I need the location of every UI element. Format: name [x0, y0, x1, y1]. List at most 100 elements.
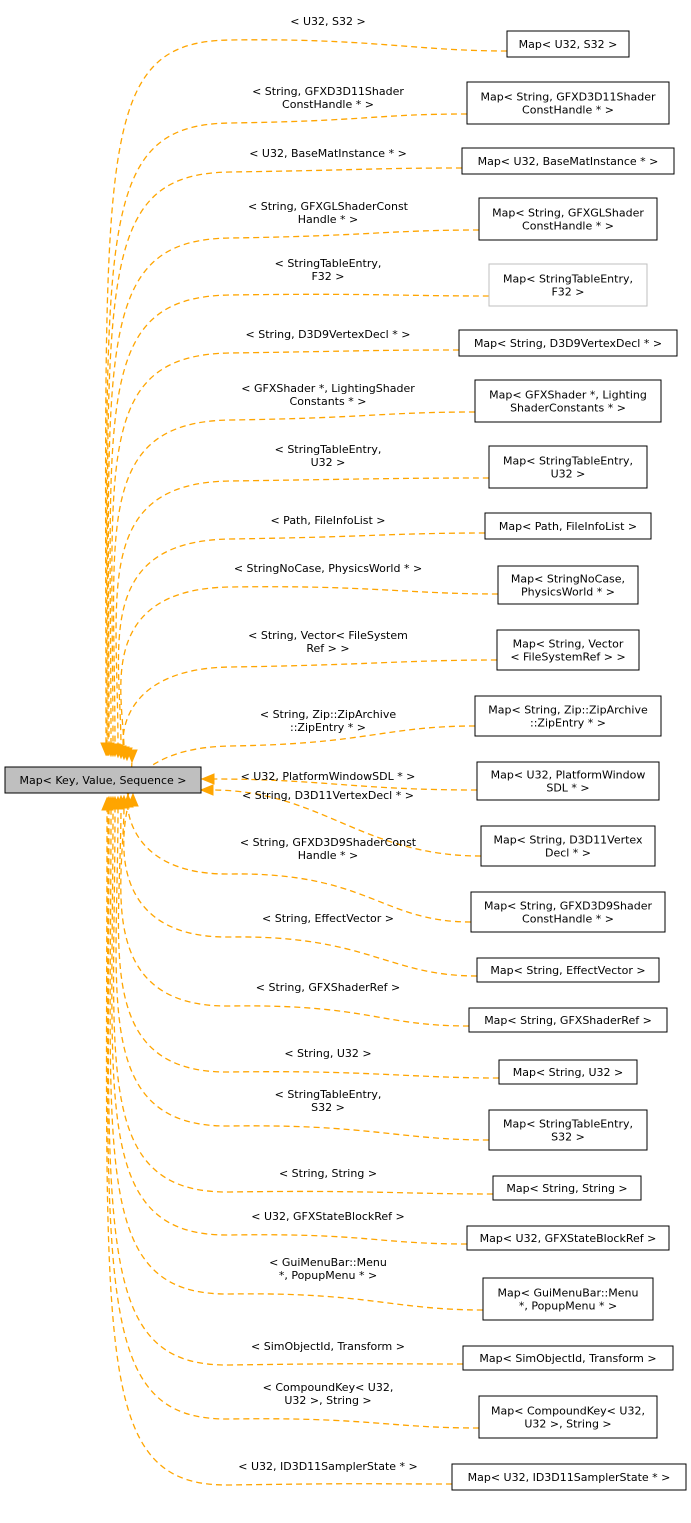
- node-label: PhysicsWorld * >: [521, 586, 615, 599]
- node-label: Map< U32, GFXStateBlockRef >: [480, 1232, 657, 1245]
- node-label: Map< String, String >: [506, 1182, 627, 1195]
- derived-class-node[interactable]: Map< String, EffectVector >: [476, 957, 660, 983]
- node-box[interactable]: [474, 695, 662, 737]
- derived-class-node[interactable]: Map< CompoundKey< U32,U32 >, String >: [478, 1395, 658, 1439]
- node-label: ConstHandle * >: [522, 220, 614, 233]
- derived-class-node[interactable]: Map< StringTableEntry,U32 >: [488, 445, 648, 489]
- edge-label: < GuiMenuBar::Menu: [269, 1256, 387, 1269]
- edge-line: [106, 167, 463, 746]
- derived-class-node[interactable]: Map< String, Vector< FileSystemRef > >: [496, 629, 640, 671]
- edge-label: < String, GFXD3D9ShaderConst: [240, 836, 417, 849]
- node-box[interactable]: [478, 1395, 658, 1439]
- arrowhead-icon: [126, 749, 138, 764]
- derived-class-node[interactable]: Map< String, D3D11VertexDecl * >: [480, 825, 656, 867]
- base-node[interactable]: Map< Key, Value, Sequence >: [4, 766, 202, 794]
- node-box[interactable]: [506, 30, 630, 58]
- edge-label: < String, Zip::ZipArchive: [260, 708, 396, 721]
- derived-class-node[interactable]: Map< StringTableEntry,S32 >: [488, 1109, 648, 1151]
- node-box[interactable]: [492, 1175, 642, 1201]
- edge-line: [106, 807, 480, 1429]
- derived-class-node[interactable]: Map< String, Zip::ZipArchive::ZipEntry *…: [474, 695, 662, 737]
- derived-class-node[interactable]: Map< String, String >: [492, 1175, 642, 1201]
- derived-class-node[interactable]: Map< StringNoCase,PhysicsWorld * >: [497, 565, 639, 605]
- node-box[interactable]: [461, 147, 675, 175]
- edge-label: < String, Vector< FileSystem: [248, 629, 408, 642]
- node-label: Map< Path, FileInfoList >: [499, 520, 637, 533]
- edge-line: [109, 293, 490, 747]
- node-label: Map< U32, BaseMatInstance * >: [478, 155, 659, 168]
- node-label: Map< U32, PlatformWindow: [491, 769, 646, 782]
- node-box[interactable]: [482, 1277, 654, 1321]
- edge-line: [123, 804, 478, 977]
- derived-class-node[interactable]: Map< U32, BaseMatInstance * >: [461, 147, 675, 175]
- derived-class-node[interactable]: Map< U32, PlatformWindowSDL * >: [476, 761, 660, 801]
- node-box[interactable]: [478, 197, 658, 241]
- node-box[interactable]: [476, 957, 660, 983]
- edge-line: [211, 778, 478, 791]
- derived-class-node[interactable]: Map< StringTableEntry,F32 >: [488, 263, 648, 307]
- node-box[interactable]: [458, 329, 678, 357]
- node-label: SDL * >: [546, 782, 589, 795]
- edge-label: < U32, S32 >: [290, 15, 365, 28]
- base-node-box[interactable]: [4, 766, 202, 794]
- derived-class-node[interactable]: Map< GuiMenuBar::Menu*, PopupMenu * >: [482, 1277, 654, 1321]
- node-box[interactable]: [498, 1059, 638, 1085]
- node-label: Map< StringTableEntry,: [503, 455, 633, 468]
- node-box[interactable]: [496, 629, 640, 671]
- node-label: Map< StringTableEntry,: [503, 273, 633, 286]
- arrowhead-icon: [200, 773, 215, 785]
- node-box[interactable]: [480, 825, 656, 867]
- node-box[interactable]: [497, 565, 639, 605]
- edges-layer: < U32, S32 >< String, GFXD3D11ShaderCons…: [100, 15, 508, 1486]
- node-box[interactable]: [488, 263, 648, 307]
- base-node-label: Map< Key, Value, Sequence >: [19, 774, 186, 787]
- derived-class-node[interactable]: Map< String, GFXShaderRef >: [468, 1007, 668, 1033]
- derived-class-node[interactable]: Map< GFXShader *, LightingShaderConstant…: [474, 379, 662, 423]
- node-box[interactable]: [488, 445, 648, 489]
- node-label: ShaderConstants * >: [510, 402, 626, 415]
- node-label: Map< StringNoCase,: [511, 573, 625, 586]
- derived-class-node[interactable]: Map< U32, S32 >: [506, 30, 630, 58]
- node-label: Map< String, U32 >: [513, 1066, 624, 1079]
- derived-class-node[interactable]: Map< String, D3D9VertexDecl * >: [458, 329, 678, 357]
- node-box[interactable]: [484, 512, 652, 540]
- node-label: Map< String, Vector: [513, 638, 624, 651]
- edge-line: [107, 806, 464, 1366]
- derived-class-node[interactable]: Map< SimObjectId, Transform >: [462, 1345, 674, 1371]
- derived-class-node[interactable]: Map< String, U32 >: [498, 1059, 638, 1085]
- node-box[interactable]: [466, 81, 670, 125]
- arrowhead-icon: [101, 796, 113, 811]
- node-box[interactable]: [462, 1345, 674, 1371]
- node-box[interactable]: [466, 1225, 670, 1251]
- edge-label: < String, D3D9VertexDecl * >: [246, 328, 411, 341]
- node-label: Map< CompoundKey< U32,: [491, 1405, 645, 1418]
- node-label: Map< String, D3D9VertexDecl * >: [474, 337, 662, 350]
- edge-line: [105, 113, 468, 746]
- edge-label: Handle * >: [298, 213, 359, 226]
- node-label: Map< GuiMenuBar::Menu: [498, 1287, 639, 1300]
- node-box[interactable]: [488, 1109, 648, 1151]
- derived-class-node[interactable]: Map< U32, ID3D11SamplerState * >: [451, 1463, 687, 1491]
- edge-label: S32 >: [311, 1101, 345, 1114]
- edge-label: < String, U32 >: [284, 1047, 371, 1060]
- derived-class-node[interactable]: Map< Path, FileInfoList >: [484, 512, 652, 540]
- edge-label: Handle * >: [298, 849, 359, 862]
- edge-line: [112, 411, 476, 747]
- node-box[interactable]: [476, 761, 660, 801]
- edge-label: < StringTableEntry,: [275, 257, 382, 270]
- edge-label: < SimObjectId, Transform >: [251, 1340, 405, 1353]
- node-box[interactable]: [470, 891, 666, 933]
- node-box[interactable]: [474, 379, 662, 423]
- node-label: Map< String, GFXShaderRef >: [484, 1014, 652, 1027]
- derived-class-node[interactable]: Map< U32, GFXStateBlockRef >: [466, 1225, 670, 1251]
- edge-line: [107, 229, 480, 746]
- edge-line: [115, 477, 490, 748]
- edge-line: [104, 39, 508, 746]
- node-box[interactable]: [451, 1463, 687, 1491]
- node-label: Map< String, Zip::ZipArchive: [488, 704, 648, 717]
- node-box[interactable]: [468, 1007, 668, 1033]
